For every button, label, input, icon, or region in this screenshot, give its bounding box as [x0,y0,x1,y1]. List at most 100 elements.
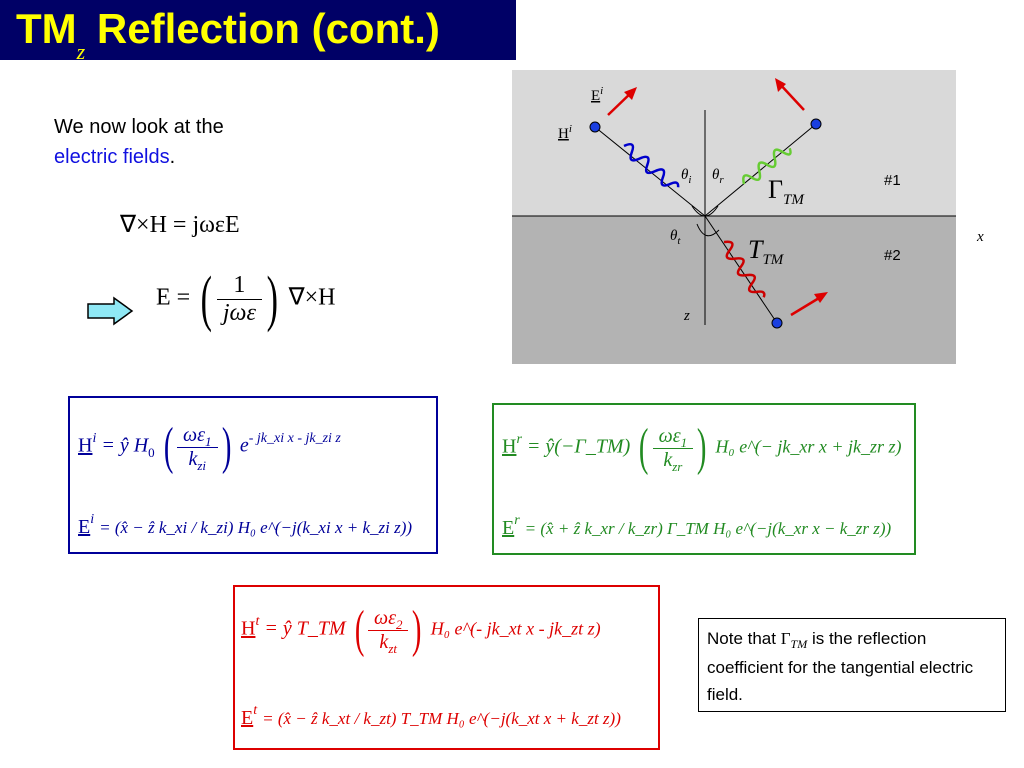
intro-text: We now look at the electric fields. [54,112,224,172]
transmitted-h-lhs: H [241,617,256,640]
reflected-h-lhs: H [502,435,517,458]
label-gamma: Γ [768,175,783,204]
e-from-h-denominator: jωε [222,299,256,326]
label-theta-i-sub: i [688,174,691,186]
curl-equation: ∇×H = jωεE [120,210,240,239]
reflected-e-sup: r [514,513,520,528]
transmitted-h-tail: H₀ e^(- jk_xt x - jk_zt z) [430,618,601,639]
reflected-source-dot [810,118,822,130]
reflected-e-equation: Er = (x̂ + ẑ k_xr / k_zr) Γ_TM H₀ e^(−j(… [502,513,892,540]
svg-text:TTM: TTM [748,235,785,268]
transmitted-e-lhs: E [241,707,254,729]
reflected-e-rhs: = (x̂ + ẑ k_xr / k_zr) Γ_TM H₀ e^(−j(k_x… [524,519,892,538]
transmitted-e-rhs: = (x̂ − ẑ k_xt / k_zt) T_TM H₀ e^(−j(k_x… [262,709,621,728]
incident-h-zero: 0 [148,444,155,460]
e-from-h-rhs: ∇×H [288,284,336,311]
incident-h-sup: i [92,430,97,446]
note-box: Note that ΓTM is the reflection coeffici… [698,618,1006,712]
reflected-wave [742,147,792,185]
reflected-h-sup: r [516,431,522,447]
incident-h-exp-power: - jk_xi x - jk_zi z [248,430,341,446]
note-symbol-sub: TM [790,637,808,651]
label-h-i: H [558,126,569,142]
incident-h-num: ωε [183,423,206,446]
title-bar: TMz Reflection (cont.) [0,0,516,64]
label-gamma-sub: TM [783,192,805,208]
label-t: T [748,235,764,264]
incident-wave [623,143,680,188]
label-theta-r: θ [712,167,720,183]
region-1-medium [512,70,956,216]
svg-text:θr: θr [712,167,724,186]
incident-e-lhs: E [78,516,91,538]
label-e-i-sup: i [600,85,603,97]
note-prefix: Note that [707,629,781,648]
label-h-i-sup: i [569,123,572,135]
title-rest: Reflection (cont.) [85,5,440,52]
transmitted-wave [723,240,766,298]
incident-e-rhs: = (x̂ − ẑ k_xi / k_zi) H₀ e^(−j(k_xi x +… [99,518,413,537]
incident-h-num-sub: 1 [205,433,212,449]
incident-h-exp: e [239,434,249,457]
region-2-medium [512,216,956,364]
implies-arrow-icon [87,296,134,326]
note-symbol: Γ [780,629,791,648]
transmitted-e-sup: t [253,703,258,718]
label-region-2: #2 [884,247,901,264]
label-region-1: #1 [884,172,901,189]
transmitted-h-eq: = ŷ T_TM [264,617,346,640]
incident-h-den: k [188,447,198,470]
incident-source-dot [589,121,601,133]
x-axis-label: x [977,229,984,245]
transmitted-e-equation: Et = (x̂ − ẑ k_xt / k_zt) T_TM H₀ e^(−j(… [241,703,621,730]
label-theta-i: θ [681,167,689,183]
transmitted-ray [704,215,778,324]
transmitted-h-num: ωε [373,606,396,629]
e-from-h-lhs: E = [156,284,191,311]
incident-ray [594,126,706,217]
label-theta-t: θ [670,228,678,244]
incident-e-equation: Ei = (x̂ − ẑ k_xi / k_zi) H₀ e^(−j(k_xi … [78,512,413,539]
transmitted-h-num-sub: 2 [395,616,403,632]
intro-period: . [169,146,176,168]
svg-text:θi: θi [681,167,691,186]
e-from-h-numerator: 1 [216,272,262,300]
reflected-h-num: ωε [658,424,681,447]
reflected-e-lhs: E [502,517,515,539]
incident-h-eq: = ŷ H [101,434,149,457]
reflected-h-eq: = ŷ(−Γ_TM) [526,435,631,458]
reflected-h-den-sub: zr [672,458,683,474]
label-theta-t-sub: t [677,235,681,247]
label-e-i: E [591,88,600,104]
svg-text:θt: θt [670,228,681,247]
title-subscript: z [76,39,86,64]
reflection-diagram: Ei Hi θi θr θt ΓTM TTM x z #1 #2 [512,70,956,364]
transmitted-h-den: k [379,630,389,653]
intro-highlight: electric fields [54,146,170,168]
slide-title: TMz Reflection (cont.) [16,4,440,64]
svg-text:Ei: Ei [591,85,603,104]
reflected-h-tail: H₀ e^(− jk_xr x + jk_zr z) [715,436,902,457]
incident-e-sup: i [90,512,95,527]
label-z-axis: z [683,308,690,324]
transmitted-source-dot [771,317,783,329]
transmitted-h-den-sub: zt [388,640,397,656]
svg-text:ΓTM: ΓTM [768,175,805,208]
incident-h-den-sub: zi [197,457,207,473]
reflected-h-den: k [663,448,673,471]
svg-text:Hi: Hi [558,123,572,142]
curl-equation-text: ∇×H = jωεE [120,212,240,238]
label-theta-r-sub: r [719,174,724,186]
reflected-h-num-sub: 1 [680,434,688,450]
